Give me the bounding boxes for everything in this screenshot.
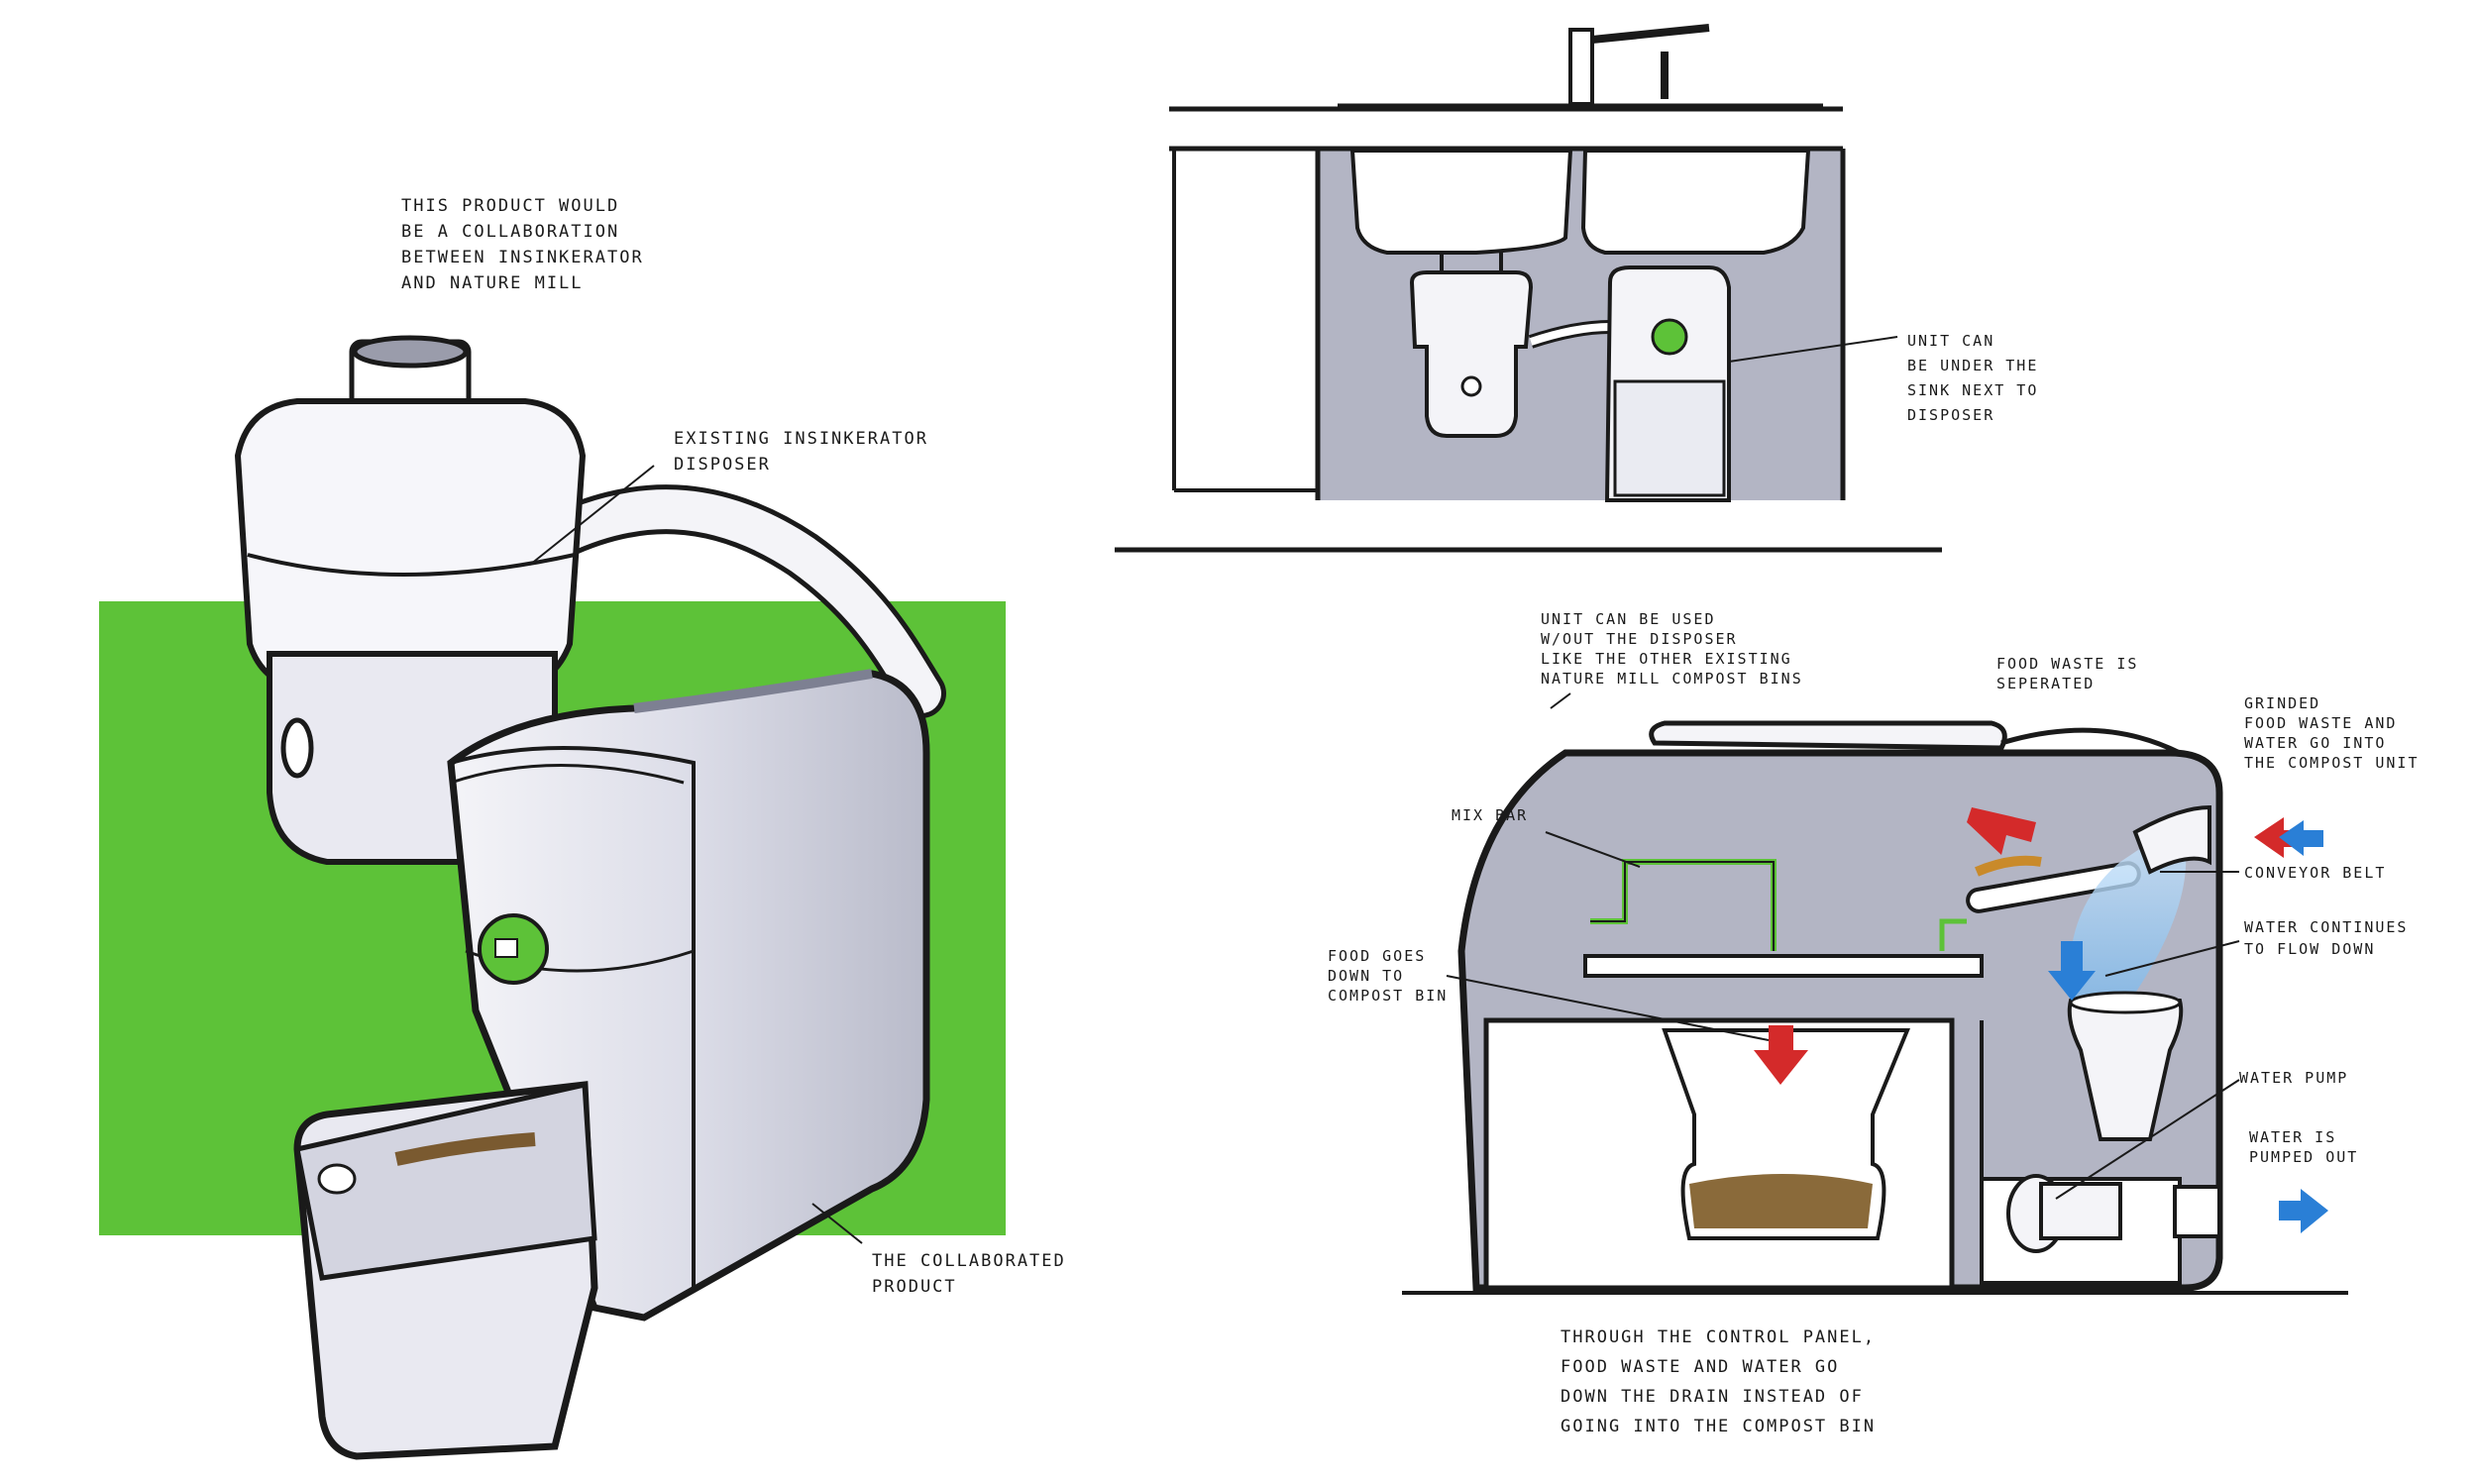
water-pump-label: Water pump <box>2239 1069 2349 1087</box>
insinkerator-disposer <box>234 335 587 865</box>
mix-bar-label: Mix bar <box>1452 806 1529 824</box>
pump-out-arrow <box>2279 1189 2328 1233</box>
grinded-label: Grinded food waste and water go into the… <box>2244 694 2420 772</box>
conveyor-belt-label: Conveyor belt <box>2244 864 2387 882</box>
water-down-arrow <box>2048 941 2096 1001</box>
intro-note: This product would be a collaboration be… <box>401 196 644 293</box>
control-panel-note: Through the control panel, food waste an… <box>1561 1327 1877 1436</box>
water-pumped-out-label: Water is pumped out <box>2249 1128 2359 1166</box>
disposer-indicator <box>280 717 314 779</box>
existing-disposer-label: Existing Insinkerator disposer <box>674 429 928 475</box>
separation-tray <box>1583 954 1984 978</box>
small-disposer <box>1409 270 1534 438</box>
collaborated-product <box>293 669 930 1460</box>
food-goes-down-label: Food goes down to compost bin <box>1328 947 1449 1005</box>
collaborated-product-label: The collaborated product <box>872 1251 1066 1297</box>
cross-section-view <box>1402 692 2348 1295</box>
separation-arrow <box>1967 807 2036 855</box>
under-sink-label: Unit can be under the sink next to dispo… <box>1907 332 2039 424</box>
under-sink-view <box>1115 24 1942 553</box>
product-rendering <box>99 335 1006 1460</box>
sink-basin <box>1349 149 1573 255</box>
down-to-bin-arrow <box>1754 1025 1808 1085</box>
water-pump <box>2006 1174 2221 1253</box>
without-disposer-label: Unit can be used w/out the disposer like… <box>1541 610 1803 688</box>
faucet <box>1568 28 1594 106</box>
water-continues-label: Water continues to flow down <box>2244 918 2409 958</box>
inlet-pipe <box>2132 804 2211 875</box>
separated-label: Food waste is seperated <box>1996 655 2139 692</box>
